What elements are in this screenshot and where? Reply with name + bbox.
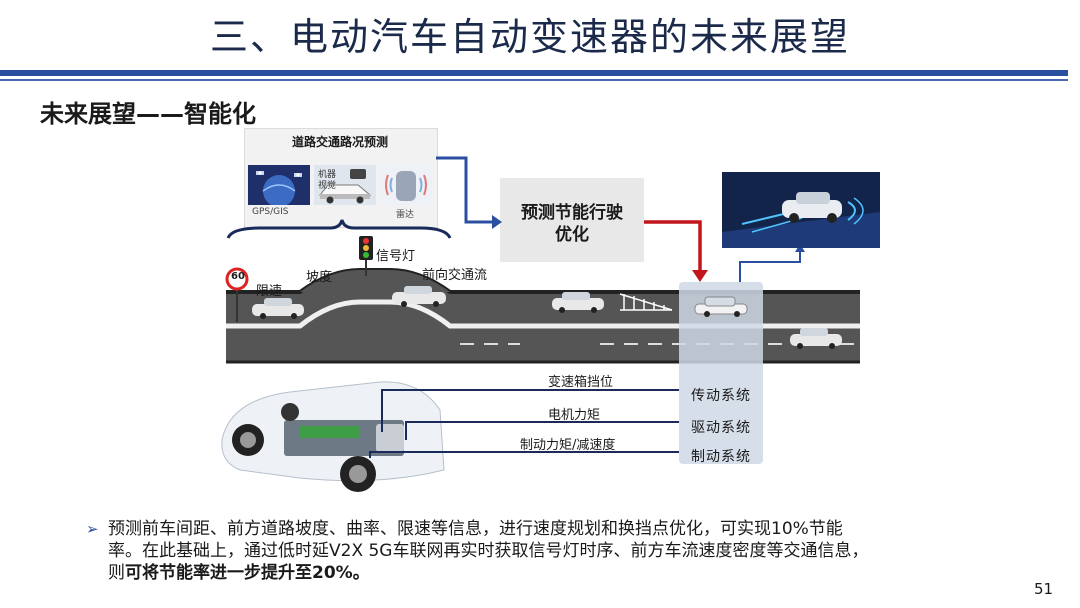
bullet-line-3: 则可将节能率进一步提升至20%。 xyxy=(108,562,1038,584)
title-rule xyxy=(0,70,1068,76)
bullet-line-2: 率。在此基础上，通过低时延V2X 5G车联网再实时获取信号灯时序、前方车流速度密… xyxy=(108,541,869,561)
radar-car-icon xyxy=(380,165,432,205)
optimization-label: 预测节能行驶 优化 xyxy=(500,202,644,246)
drive-system-label: 驱动系统 xyxy=(691,420,751,436)
optimization-to-vehicle-arrow xyxy=(644,220,702,272)
satellite-globe-icon xyxy=(248,165,310,205)
gps-caption: GPS/GIS xyxy=(252,207,289,217)
bullet-line-3-normal: 则 xyxy=(108,563,125,583)
brake-system-label: 制动系统 xyxy=(691,449,751,465)
bullet-line-1: 预测前车间距、前方道路坡度、曲率、限速等信息，进行速度规划和换挡点优化，可实现1… xyxy=(108,519,843,539)
vision-caption: 机器视觉 xyxy=(318,170,337,191)
slope-label: 坡度 xyxy=(306,270,333,285)
panel-to-optimization-arrow xyxy=(436,156,492,224)
traffic-light-label: 信号灯 xyxy=(376,249,416,264)
road-car-3 xyxy=(552,292,604,313)
optimization-to-vehicle-arrowhead xyxy=(692,270,708,282)
road-car-2 xyxy=(392,286,446,307)
camera-car-icon xyxy=(314,165,376,205)
title-rule-thin xyxy=(0,79,1068,81)
bullet-text: 预测前车间距、前方道路坡度、曲率、限速等信息，进行速度规划和换挡点优化，可实现1… xyxy=(108,518,1038,584)
slide-title: 三、电动汽车自动变速器的未来展望 xyxy=(209,15,850,59)
bullet-arrow-icon: ➢ xyxy=(86,520,99,538)
panel-to-optimization-arrowhead xyxy=(492,215,502,229)
optimization-box xyxy=(500,178,644,262)
radar-caption: 雷达 xyxy=(396,210,415,220)
front-traffic-label: 前向交通流 xyxy=(422,268,488,283)
speed-limit-label: 限速 xyxy=(256,284,283,299)
bullet-line-3-bold: 可将节能率进一步提升至20%。 xyxy=(125,563,370,583)
section-subtitle: 未来展望——智能化 xyxy=(40,100,256,128)
road-car-5 xyxy=(790,328,842,349)
page-number: 51 xyxy=(1034,580,1054,598)
optimization-label-line2: 优化 xyxy=(555,225,589,245)
speed-limit-sign xyxy=(225,267,249,291)
motor-torque-label: 电机力矩 xyxy=(548,408,601,423)
vehicle-chassis-image xyxy=(221,381,445,492)
gear-signal-label: 变速箱挡位 xyxy=(548,375,614,390)
road-ramp-marking xyxy=(619,293,673,311)
transmission-system-label: 传动系统 xyxy=(691,388,751,404)
road-car-1 xyxy=(252,298,304,319)
panel-bracket xyxy=(226,219,452,239)
v2x-screen-image xyxy=(722,172,880,248)
optimization-label-line1: 预测节能行驶 xyxy=(521,203,623,223)
prediction-panel-label: 道路交通路况预测 xyxy=(291,135,388,149)
screen-connector xyxy=(739,250,801,282)
speed-limit-value: 60 xyxy=(231,271,245,282)
brake-signal-label: 制动力矩/减速度 xyxy=(520,438,616,453)
ego-vehicle-icon xyxy=(694,296,748,317)
